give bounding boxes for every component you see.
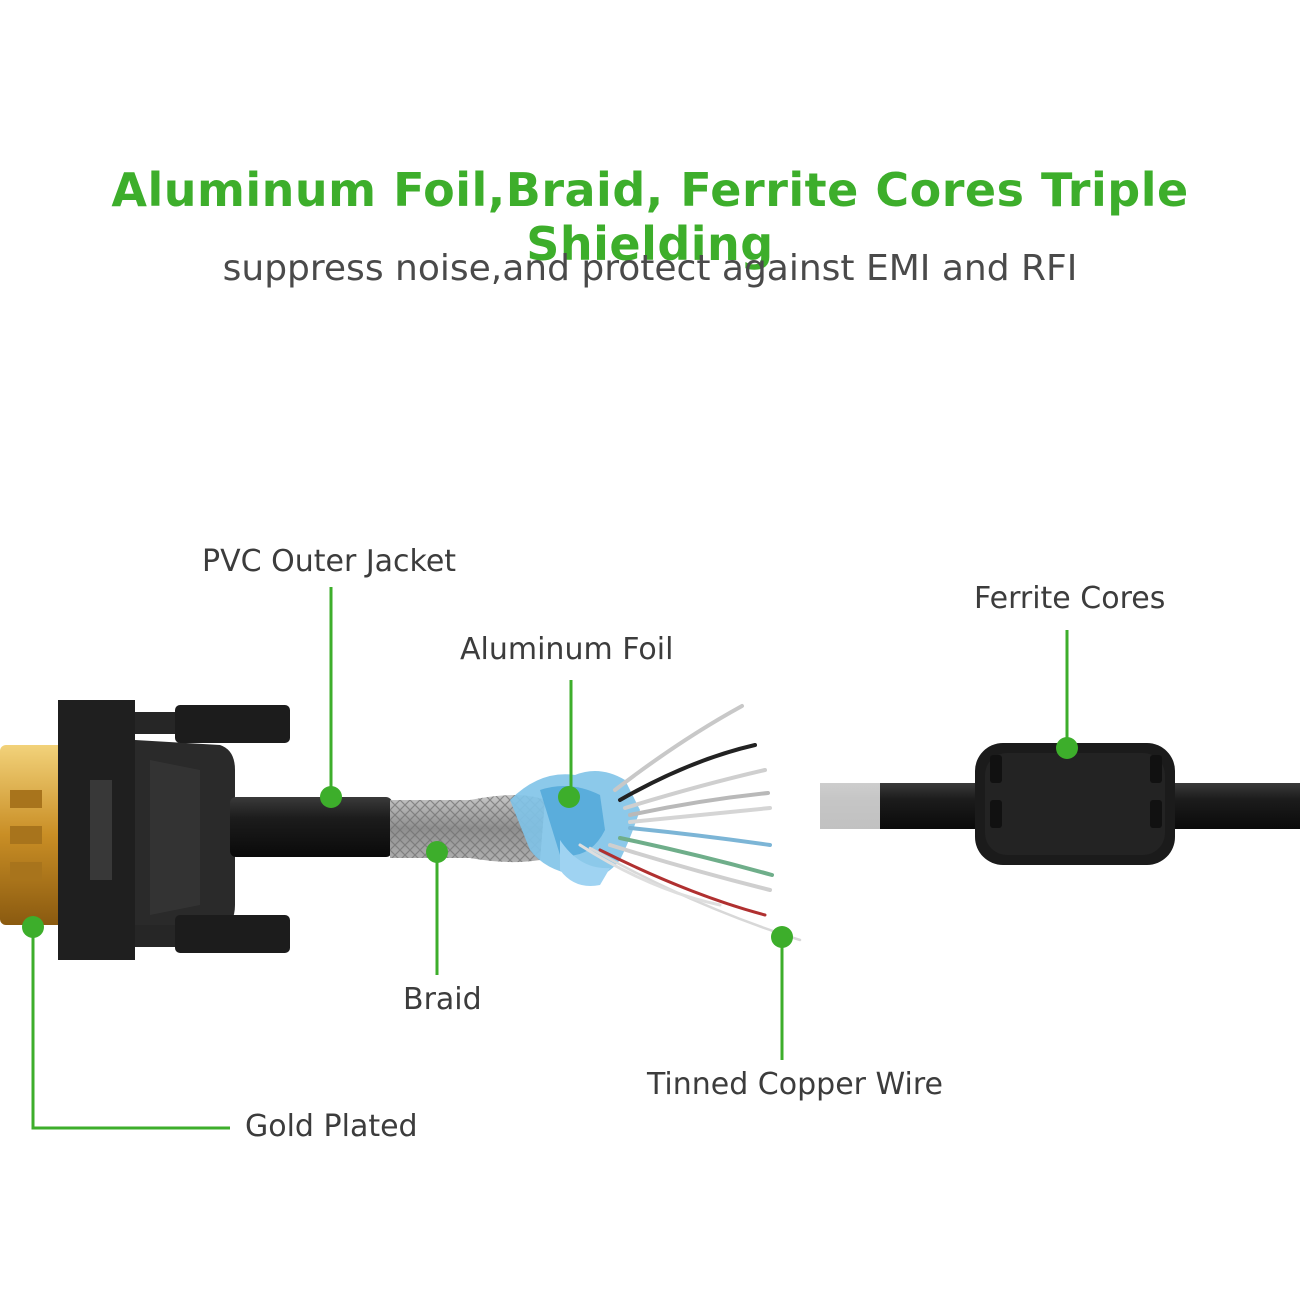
label-pvc-outer-jacket: PVC Outer Jacket [202, 544, 457, 579]
dot-aluminum-foil [558, 786, 580, 808]
label-braid: Braid [403, 982, 482, 1017]
label-gold-plated: Gold Plated [245, 1109, 418, 1144]
page-title: Aluminum Foil,Braid, Ferrite Cores Tripl… [111, 163, 1189, 271]
callout-lines [31, 587, 1069, 1130]
label-aluminum-foil: Aluminum Foil [460, 632, 674, 667]
dot-pvc-outer-jacket [320, 786, 342, 808]
dot-ferrite-cores [1056, 737, 1078, 759]
callout-dots [22, 737, 1078, 948]
aluminum-foil [510, 771, 640, 886]
label-tinned-copper-wire: Tinned Copper Wire [647, 1067, 943, 1102]
label-ferrite-cores: Ferrite Cores [974, 581, 1166, 616]
dot-braid [426, 841, 448, 863]
wires [578, 704, 802, 942]
vga-connector [0, 700, 392, 960]
dot-gold-plated [22, 916, 44, 938]
pvc-jacket [230, 797, 392, 857]
dot-tinned-copper-wire [771, 926, 793, 948]
ferrite-cable [820, 743, 1300, 865]
page-subtitle: suppress noise,and protect against EMI a… [222, 248, 1078, 289]
